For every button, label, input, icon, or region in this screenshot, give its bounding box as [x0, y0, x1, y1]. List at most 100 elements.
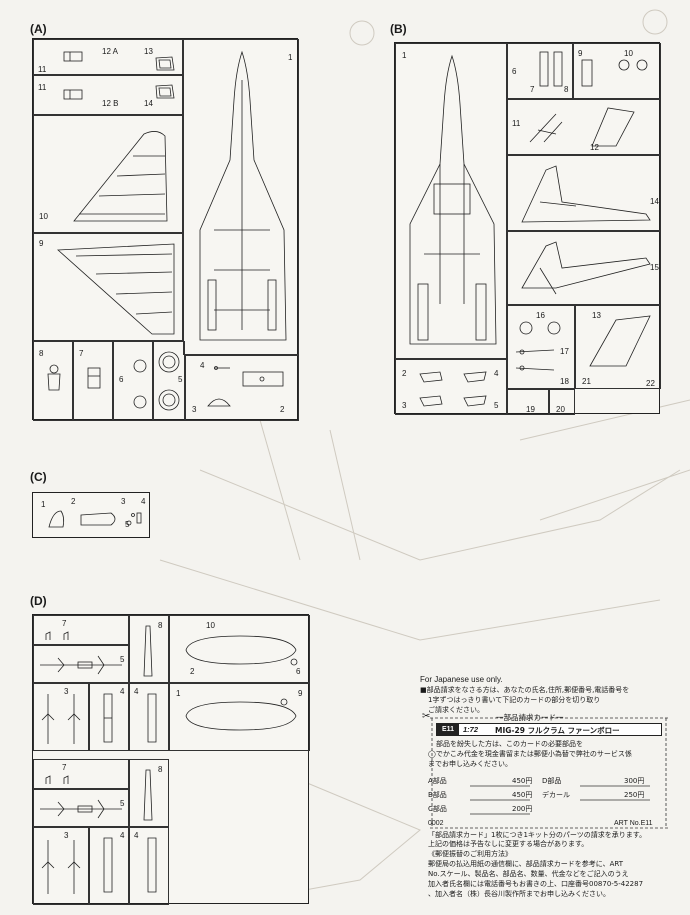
- card-desc-line: 部品を紛失した方は、このカードの必要部品を: [436, 740, 583, 748]
- part-16-wheels-drawing: [519, 321, 561, 335]
- part-number: 5: [494, 401, 499, 410]
- part-4-pylon-drawing: [147, 837, 157, 893]
- part-number: 7: [62, 619, 67, 628]
- part-number: 7: [62, 763, 67, 772]
- part-4-pylon-drawing: [103, 693, 113, 743]
- sprue-b-frame: 1 6 7 8 9 10 11 12 14 15 16 17 18: [394, 42, 661, 415]
- part-3-missiles-drawing: [41, 694, 81, 744]
- part-5-missile-drawing: [40, 655, 122, 675]
- part-number: 14: [144, 99, 153, 108]
- sprue-a-cell-part-1: 1: [183, 39, 299, 355]
- part-number: 4: [134, 831, 139, 840]
- sprue-d-cell-part-5-top: 5: [33, 645, 129, 683]
- kit-scale: 1:72: [463, 725, 479, 734]
- sprue-a-cell-parts-11-12a-13: 11 12 A 13: [33, 39, 183, 75]
- fuel-tank-drawing: [185, 698, 297, 731]
- sprue-d-frame: 7 5 8 3 4 4 10 2 6 1 9 7 5 8: [32, 614, 310, 905]
- part-17-18-drawing: [515, 349, 555, 371]
- card-intro-line: 1字ずつはっきり書いて下記のカードの部分を切り取り: [428, 696, 601, 704]
- price-part-d-value: 300円: [624, 777, 645, 785]
- price-part-d: D部品: [542, 777, 562, 785]
- part-number: 12 A: [102, 47, 119, 56]
- sprue-d-cell-part-8-bottom: 8: [129, 759, 169, 827]
- sprue-a-cell-parts-2-3-4: 4 3 2: [185, 355, 299, 421]
- footer-line: 、加入者名（株）長谷川製作所までお申し込みください。: [428, 890, 610, 898]
- japan-only-note: For Japanese use only.: [420, 675, 503, 684]
- sprue-a-cell-part-6: 6: [113, 341, 153, 421]
- sprue-b-cell-parts-11-12: 11 12: [507, 99, 661, 155]
- part-number: 10: [206, 621, 215, 630]
- sprue-b-cell-part-1: 1: [395, 43, 507, 359]
- part-number: 6: [512, 67, 517, 76]
- part-number: 10: [39, 212, 48, 221]
- part-9-drawing: [581, 59, 593, 87]
- part-number: 8: [39, 349, 44, 358]
- sprue-c-parts-drawing: [48, 510, 142, 528]
- part-number: 13: [592, 311, 601, 320]
- part-4-drawing: [214, 366, 230, 370]
- price-decal: デカール: [542, 791, 570, 799]
- part-number: 8: [158, 621, 163, 630]
- part-number: 22: [646, 379, 655, 388]
- part-7-seat-drawing: [87, 367, 101, 389]
- part-8-pylon-drawing: [143, 769, 153, 821]
- sprue-d-cell-part-4b-bottom: 4: [129, 827, 169, 905]
- sprue-b-cell-part-14: 14: [507, 155, 661, 231]
- part-number: 5: [178, 375, 183, 384]
- part-number: 2: [280, 405, 285, 414]
- sprue-d-cell-parts-10-2-6: 10 2 6: [169, 615, 310, 683]
- part-number: 3: [64, 687, 69, 696]
- part-10-wheels-drawing: [618, 59, 648, 71]
- part-number: 15: [650, 263, 659, 272]
- part-5-wheels-drawing: [158, 351, 180, 411]
- sprue-d-cell-part-5-bottom: 5: [33, 789, 129, 827]
- price-decal-value: 250円: [624, 791, 645, 799]
- part-number: 8: [564, 85, 569, 94]
- sprue-b-label: (B): [390, 22, 407, 36]
- part-14-drawing: [155, 84, 175, 99]
- part-1-fuselage-drawing: [199, 50, 287, 341]
- part-number: 18: [560, 377, 569, 386]
- part-2-5-drawing: [419, 371, 487, 407]
- price-part-a: A部品: [428, 777, 447, 785]
- pilot-figure-icon: [47, 364, 61, 391]
- sprue-a-frame: 11 12 A 13 11 12 B 14 10 9 1: [32, 38, 299, 421]
- footer-line: 加入者氏名欄には電話番号もお書きの上、口座番号00870-5-42287: [428, 880, 644, 888]
- card-intro-line: ■部品請求をなさる方は、あなたの氏名,住所,郵便番号,電話番号を: [420, 686, 630, 694]
- price-part-b-value: 450円: [512, 791, 533, 799]
- part-number: 12 B: [102, 99, 119, 108]
- sprue-d-cell-part-4-top: 4: [89, 683, 129, 751]
- price-part-a-value: 450円: [512, 777, 533, 785]
- part-3-canopy-drawing: [207, 398, 231, 407]
- part-11-gear-drawing: [529, 113, 563, 143]
- sprue-c-label: (C): [30, 470, 47, 484]
- part-number: 4: [120, 831, 125, 840]
- part-number: 1: [402, 51, 407, 60]
- footer-line: 郵便局の払込用紙の通信欄に、部品請求カードを参考に、ART: [428, 860, 623, 868]
- part-number: 9: [578, 49, 583, 58]
- scissors-icon: ✂: [422, 711, 431, 722]
- fuel-tank-drawing: [185, 635, 298, 666]
- sprue-b-cell-parts-6-7-8: 6 7 8: [507, 43, 573, 99]
- part-number: 6: [119, 375, 124, 384]
- sprue-d-cell-part-3-bottom: 3: [33, 827, 89, 905]
- footer-line: 上記の価格は予告なしに変更する場合があります。: [428, 840, 589, 848]
- sprue-b-cell-parts-16-17-18: 16 17 18: [507, 305, 575, 389]
- sprue-a-cell-part-8: 8: [33, 341, 73, 421]
- part-10-fin-drawing: [73, 131, 168, 222]
- part-number: 16: [536, 311, 545, 320]
- part-number: 9: [39, 239, 44, 248]
- kit-name: MIG-29 フルクラム ファーンボロー: [495, 726, 620, 735]
- part-12-fin-drawing: [591, 107, 635, 147]
- sprue-a-label: (A): [30, 22, 47, 36]
- part-number: 14: [650, 197, 659, 206]
- sprue-a-cell-part-7: 7: [73, 341, 113, 421]
- part-number: 4: [120, 687, 125, 696]
- part-number: 10: [624, 49, 633, 58]
- sprue-a-cell-part-5: 5: [153, 341, 185, 421]
- part-number: 19: [526, 405, 535, 414]
- part-number: 1: [176, 689, 181, 698]
- part-number: 11: [38, 65, 47, 74]
